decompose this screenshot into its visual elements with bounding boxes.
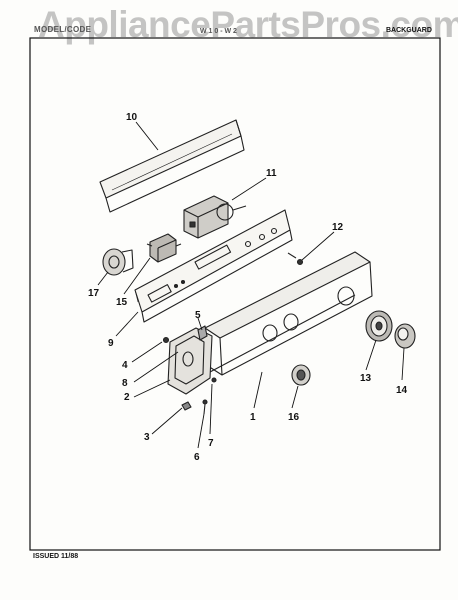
part-13-dial [365, 310, 393, 342]
callout-1: 1 [250, 412, 256, 423]
issue-date: ISSUED 11/88 [33, 553, 79, 560]
part-9-control-panel [134, 209, 293, 323]
part-11-timer [183, 195, 247, 239]
part-5-bracket [197, 325, 208, 341]
callout-8: 8 [122, 378, 128, 389]
callout-4: 4 [122, 360, 128, 371]
callout-10: 10 [126, 112, 138, 123]
part-6-fastener [202, 399, 208, 415]
header-section: BACKGUARD [386, 27, 432, 34]
callout-15: 15 [116, 297, 128, 308]
part-15-switch [146, 233, 182, 263]
callout-17: 17 [88, 288, 100, 299]
callout-13: 13 [360, 373, 372, 384]
callout-11: 11 [266, 168, 277, 179]
part-2-endcap [167, 327, 213, 395]
callout-3: 3 [144, 432, 150, 443]
header-code: W 1 0 - W 2 [200, 28, 237, 35]
callout-7: 7 [208, 438, 214, 449]
callout-2: 2 [124, 392, 130, 403]
callout-6: 6 [194, 452, 200, 463]
header-model: MODEL/CODE [34, 25, 92, 34]
part-16-knob [291, 364, 311, 386]
callout-9: 9 [108, 338, 114, 349]
part-12-screw [287, 252, 304, 266]
part-7-fastener [211, 377, 217, 383]
callout-5: 5 [195, 310, 201, 321]
callout-12: 12 [332, 222, 344, 233]
part-10-top-panel [99, 119, 245, 213]
part-3-clip [181, 401, 192, 411]
diagram-frame [29, 37, 441, 551]
part-17-wheel [102, 248, 134, 276]
part-4-screw [162, 336, 170, 344]
part-14-knob [394, 323, 416, 349]
part-1-backguard [204, 251, 373, 376]
callout-16: 16 [288, 412, 300, 423]
callout-14: 14 [396, 385, 408, 396]
